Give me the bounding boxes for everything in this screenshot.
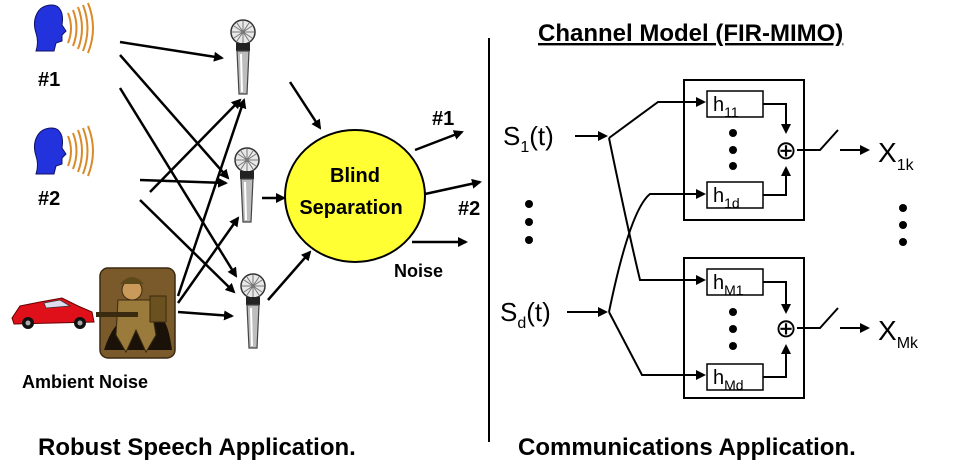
filter-h1d-box: [706, 181, 764, 209]
left-caption: Robust Speech Application.: [38, 434, 356, 461]
filter-hm1-label: hM1: [713, 272, 744, 298]
filter-hm1-box: [706, 268, 764, 296]
output-xmk-label: XMk: [878, 315, 919, 352]
output-noise-label: Noise: [394, 261, 443, 281]
input-s1-label: S1(t): [503, 121, 554, 156]
input-ellipsis-dots: [525, 200, 533, 244]
filter-hmd-box: [706, 363, 764, 391]
channel-model-title: Channel Model (FIR-MIMO): [538, 20, 843, 47]
filter-h11-label: h11: [713, 94, 739, 120]
separator-output-arrows: [412, 130, 482, 247]
blind-separation-block: [284, 129, 426, 263]
speaker-head-icon: [33, 2, 94, 54]
microphone-icon: [230, 19, 256, 95]
ambient-noise-label: Ambient Noise: [22, 372, 148, 392]
input-sd-label: Sd(t): [500, 297, 551, 332]
right-caption: Communications Application.: [518, 434, 856, 461]
separator-title-line1: Blind: [330, 165, 380, 187]
mic-to-separator-arrows: [262, 81, 322, 301]
block-2-sum-paths: [763, 281, 870, 378]
microphone-icon: [234, 147, 260, 223]
soldier-icon: [96, 267, 176, 359]
output-1-label: #1: [432, 108, 454, 130]
block-2-dots: [729, 308, 737, 350]
separator-title-line2: Separation: [299, 197, 402, 219]
output-2-label: #2: [458, 198, 480, 220]
microphone-icon: [240, 273, 266, 349]
filter-h1d-label: h1d: [713, 185, 740, 211]
speaker-2-label: #2: [38, 188, 60, 210]
speaker-1-label: #1: [38, 69, 60, 91]
filter-hmd-label: hMd: [713, 367, 744, 393]
block-1-sum-paths: [763, 103, 870, 196]
mixing-arrows: [118, 40, 247, 321]
sum-icon: ⊕: [775, 135, 797, 165]
block-1-dots: [729, 129, 737, 170]
speaker-head-icon: [33, 125, 94, 177]
output-ellipsis-dots: [899, 204, 907, 246]
output-x1k-label: X1k: [878, 137, 915, 174]
channel-wiring: [567, 97, 706, 380]
filter-h11-box: [706, 90, 764, 118]
sum-icon: ⊕: [775, 313, 797, 343]
car-icon: [11, 297, 95, 329]
